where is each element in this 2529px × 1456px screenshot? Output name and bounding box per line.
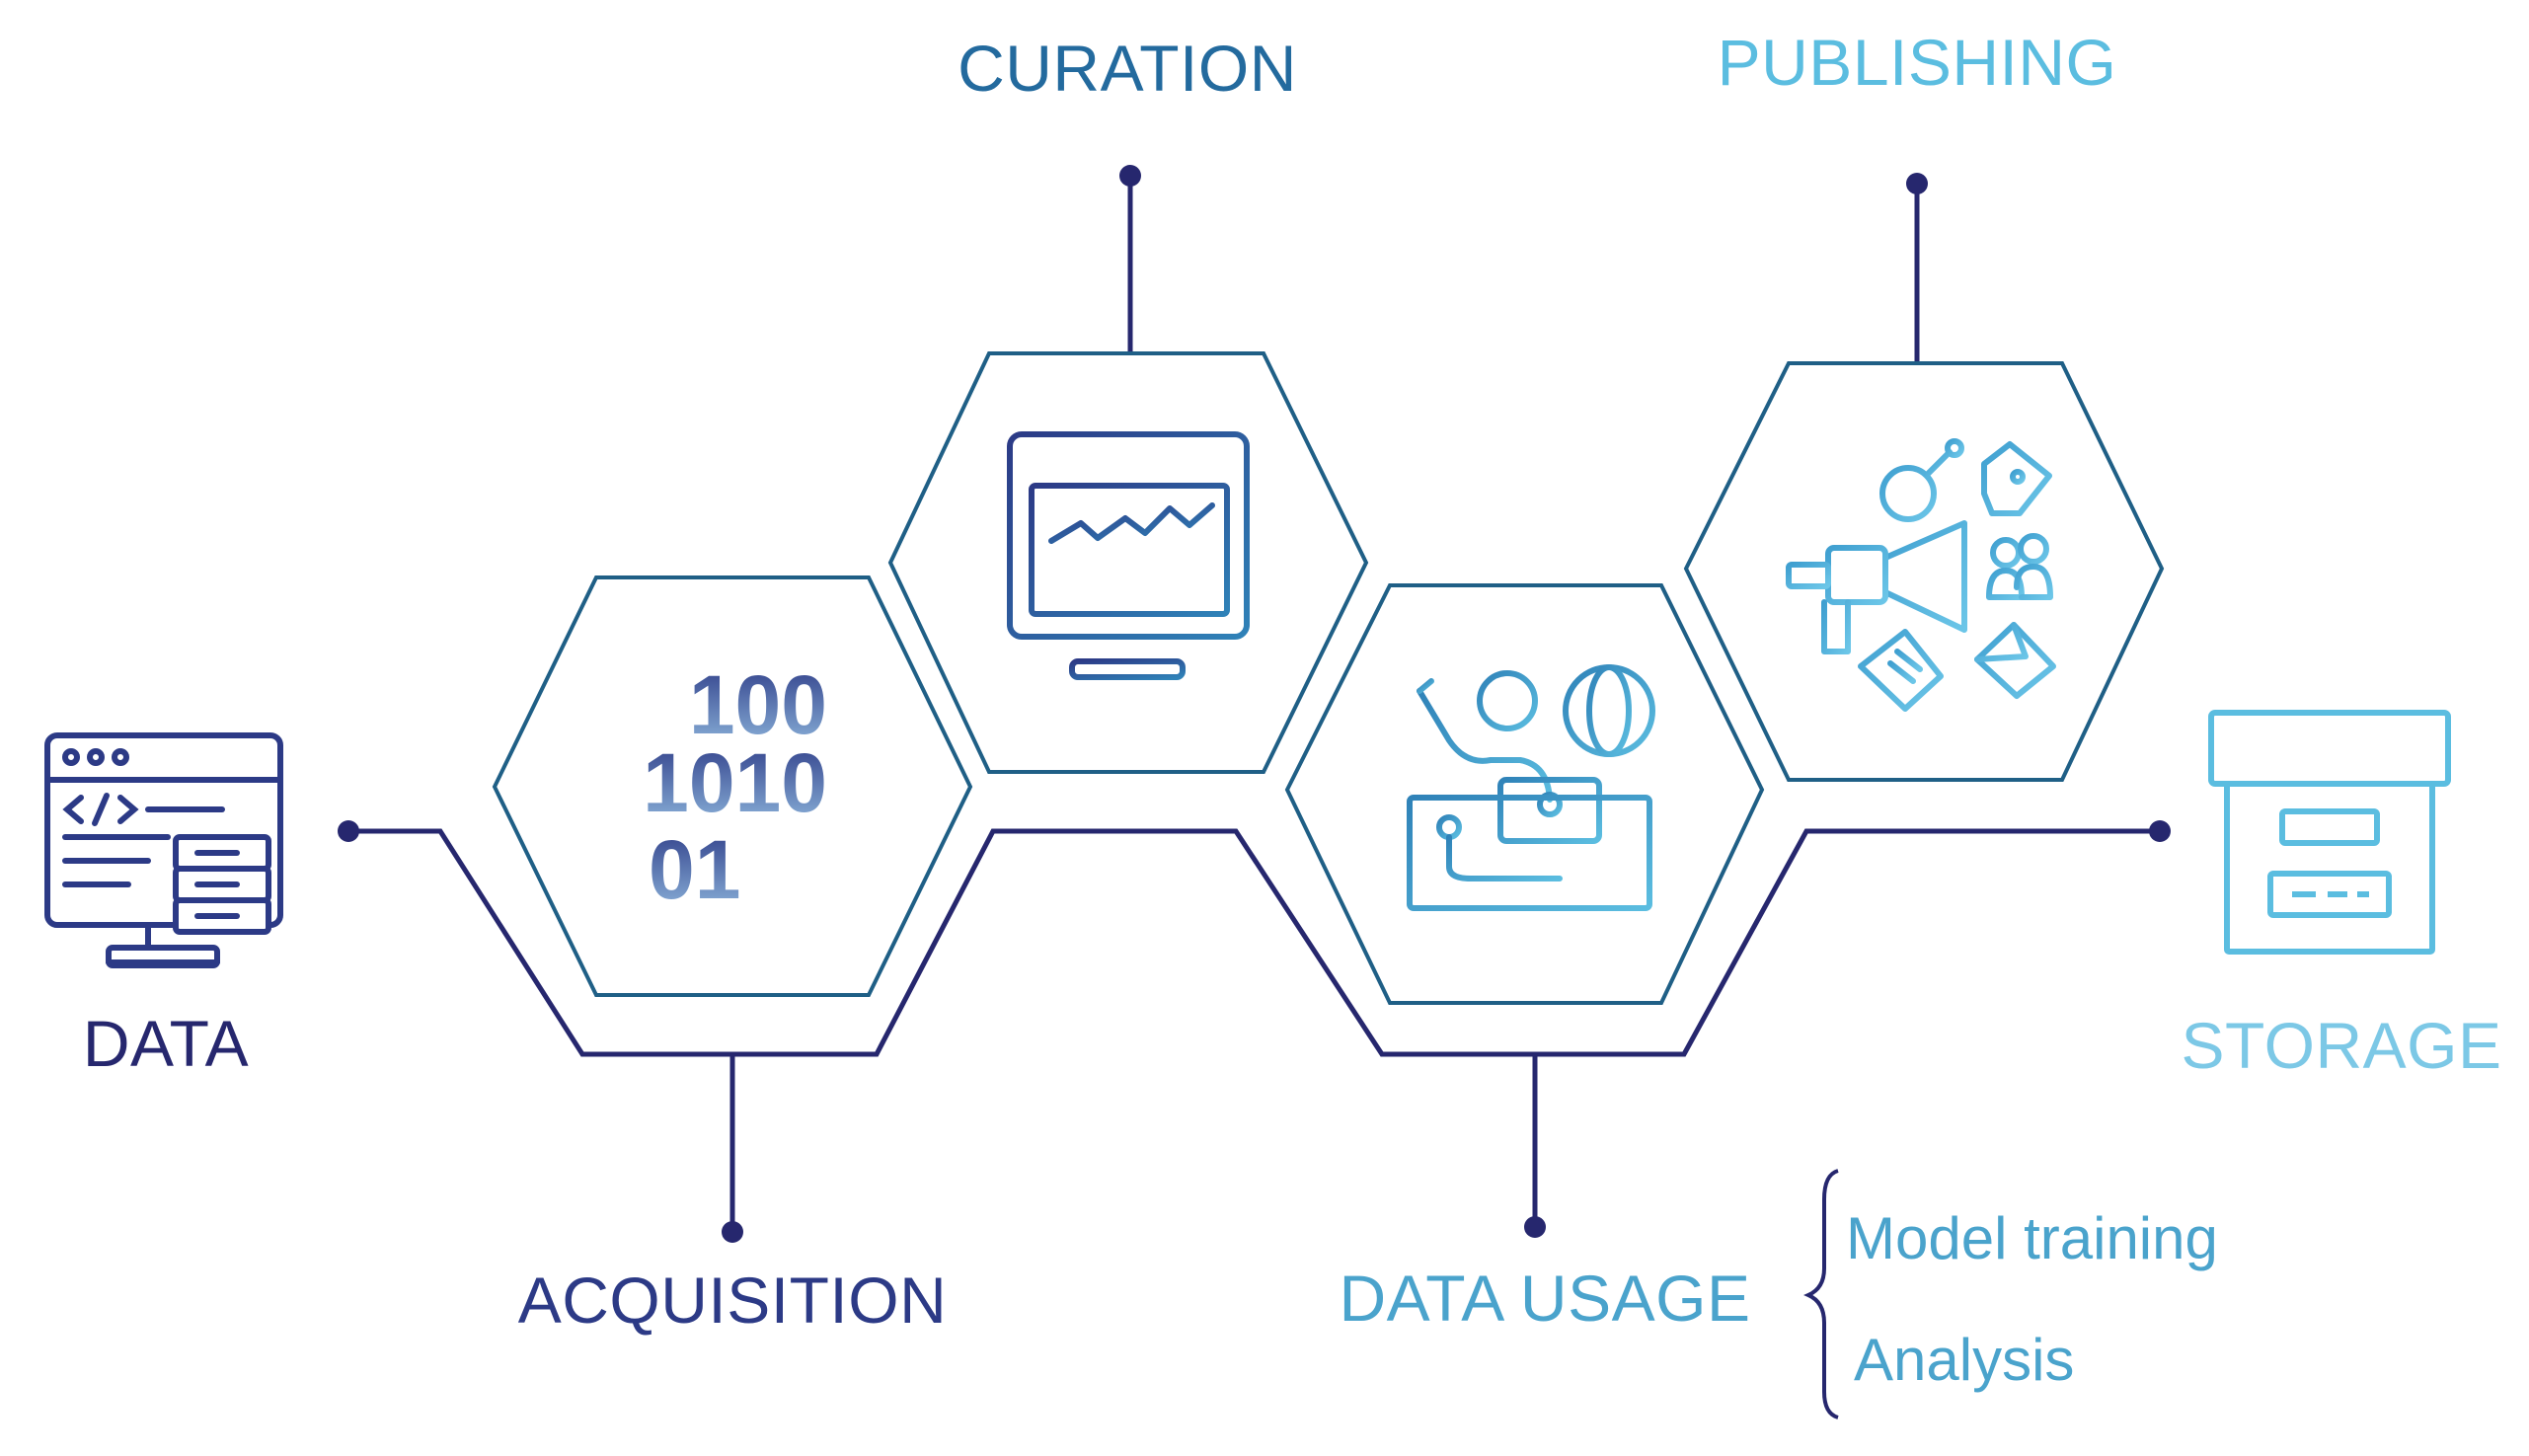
presenter-globe-icon bbox=[1397, 664, 1662, 916]
curation-label: CURATION bbox=[958, 32, 1297, 105]
data-usage-stem-dot bbox=[1524, 1216, 1546, 1238]
analytics-monitor-icon bbox=[1007, 431, 1250, 680]
binary-digits-icon: 100 1010 01 bbox=[643, 658, 827, 916]
data-connector-dot bbox=[338, 820, 359, 842]
acquisition-stem-dot bbox=[722, 1221, 743, 1243]
storage-label: STORAGE bbox=[2181, 1009, 2501, 1082]
storage-connector-dot bbox=[2149, 820, 2171, 842]
data-usage-label: DATA USAGE bbox=[1340, 1262, 1751, 1335]
data-usage-hexagon bbox=[1284, 583, 1765, 1005]
acquisition-label: ACQUISITION bbox=[518, 1264, 948, 1337]
binary-line-3: 01 bbox=[649, 823, 740, 916]
archive-box-icon bbox=[2208, 710, 2451, 955]
data-label: DATA bbox=[83, 1007, 249, 1080]
binary-line-1: 100 bbox=[689, 658, 827, 751]
code-monitor-server-icon bbox=[44, 732, 283, 968]
curation-hexagon bbox=[887, 351, 1369, 774]
curation-stem-dot bbox=[1119, 165, 1141, 187]
publishing-label: PUBLISHING bbox=[1718, 26, 2117, 99]
acquisition-hexagon bbox=[492, 575, 973, 997]
flow-connector-line bbox=[348, 828, 2160, 1057]
publishing-hexagon bbox=[1683, 361, 2165, 782]
use-item-analysis: Analysis bbox=[1854, 1327, 2074, 1393]
uses-brace bbox=[1803, 1169, 1839, 1419]
use-item-model-training: Model training bbox=[1846, 1205, 2218, 1271]
megaphone-marketing-icon bbox=[1786, 438, 2056, 712]
publishing-stem-dot bbox=[1906, 173, 1928, 194]
binary-line-2: 1010 bbox=[643, 736, 827, 829]
